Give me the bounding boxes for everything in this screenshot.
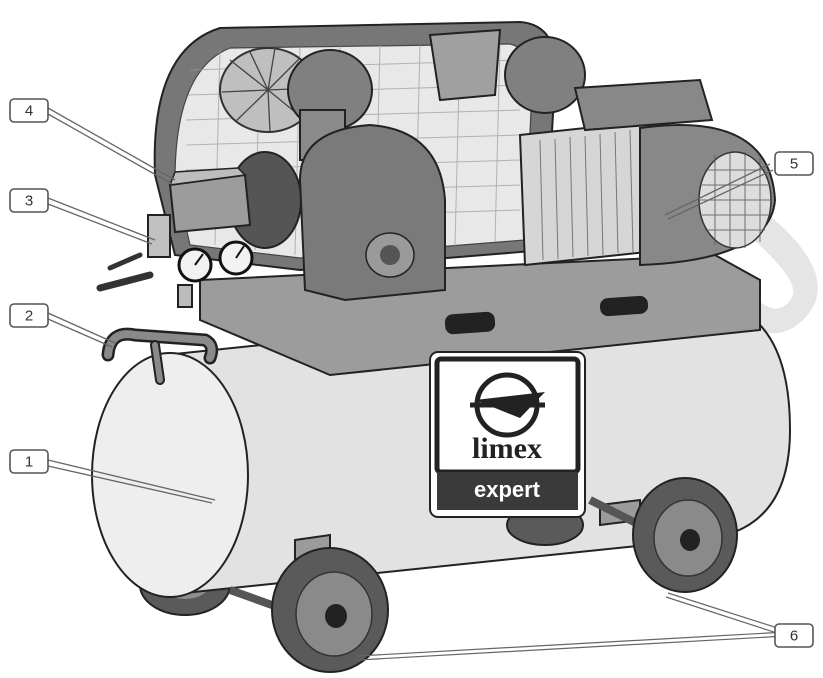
crankcase (300, 125, 445, 300)
callout-5-label: 5 (790, 156, 798, 173)
callout-1-label: 1 (25, 454, 33, 471)
callout-4-label: 4 (25, 103, 33, 120)
callout-4: 4 (10, 99, 48, 122)
pressure-gauge-right (220, 242, 252, 274)
callout-2-label: 2 (25, 308, 33, 325)
front-right-wheel (633, 478, 737, 592)
callout-6-label: 6 (790, 628, 798, 645)
callout-6: 6 (775, 624, 813, 647)
callout-2: 2 (10, 304, 48, 327)
front-left-wheel (272, 548, 388, 672)
brand-name: limex (472, 432, 542, 465)
brand-badge: limex expert (430, 352, 585, 517)
callout-3: 3 (10, 189, 48, 212)
pressure-gauge-left (179, 249, 211, 281)
leader-line-3 (48, 198, 155, 244)
safety-valve (148, 215, 170, 257)
brand-line: expert (474, 477, 541, 502)
leader-line-6a (666, 593, 790, 636)
callout-5: 5 (775, 152, 813, 175)
callout-1: 1 (10, 450, 48, 473)
pressure-switch (170, 168, 250, 232)
junction-box (575, 80, 712, 130)
leader-line-6b (358, 632, 786, 660)
callout-3-label: 3 (25, 193, 33, 210)
